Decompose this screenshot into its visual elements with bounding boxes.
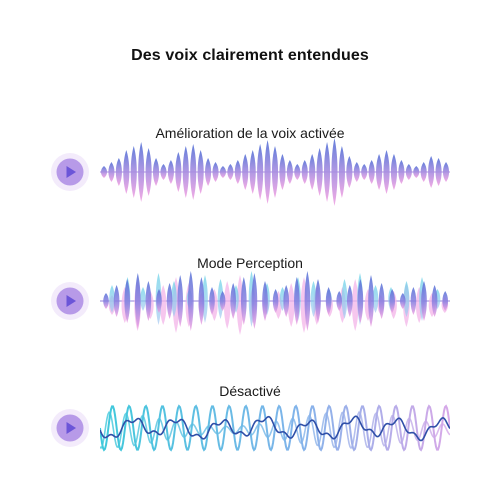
waveform-off <box>100 393 450 463</box>
row-label-perception: Mode Perception <box>197 255 303 271</box>
play-icon <box>51 409 89 447</box>
waveform-enhanced <box>100 137 450 207</box>
play-button-enhanced[interactable] <box>50 152 90 192</box>
row-label-enhanced: Amélioration de la voix activée <box>155 125 345 141</box>
play-icon <box>51 153 89 191</box>
page-title: Des voix clairement entendues <box>131 47 369 64</box>
waveform-perception <box>100 266 450 336</box>
play-icon <box>51 282 89 320</box>
play-button-perception[interactable] <box>50 281 90 321</box>
row-label-off: Désactivé <box>219 383 281 399</box>
play-button-off[interactable] <box>50 408 90 448</box>
